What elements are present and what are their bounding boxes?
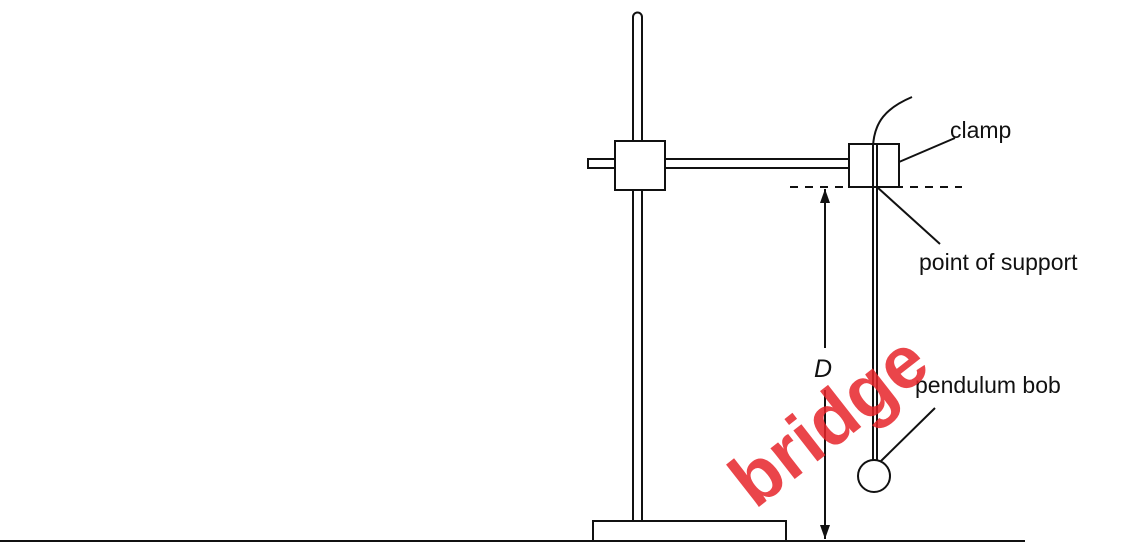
string-top	[872, 96, 913, 148]
clamp-leader-line	[898, 137, 956, 163]
point-of-support-label: point of support	[919, 249, 1078, 275]
support-leader-line	[876, 186, 941, 245]
clamp-label: clamp	[950, 117, 1011, 143]
pendulum-bob	[857, 459, 891, 493]
distance-label: D	[814, 355, 832, 383]
bob-leader-line	[880, 407, 936, 462]
stand-rod	[632, 11, 643, 522]
watermark-text: bridge	[714, 318, 943, 523]
boss-clamp	[614, 140, 666, 191]
dimension-arrow-up	[820, 189, 830, 203]
dimension-arrow-down	[820, 525, 830, 539]
stand-base	[592, 520, 787, 542]
pendulum-bob-label: pendulum bob	[915, 372, 1061, 398]
